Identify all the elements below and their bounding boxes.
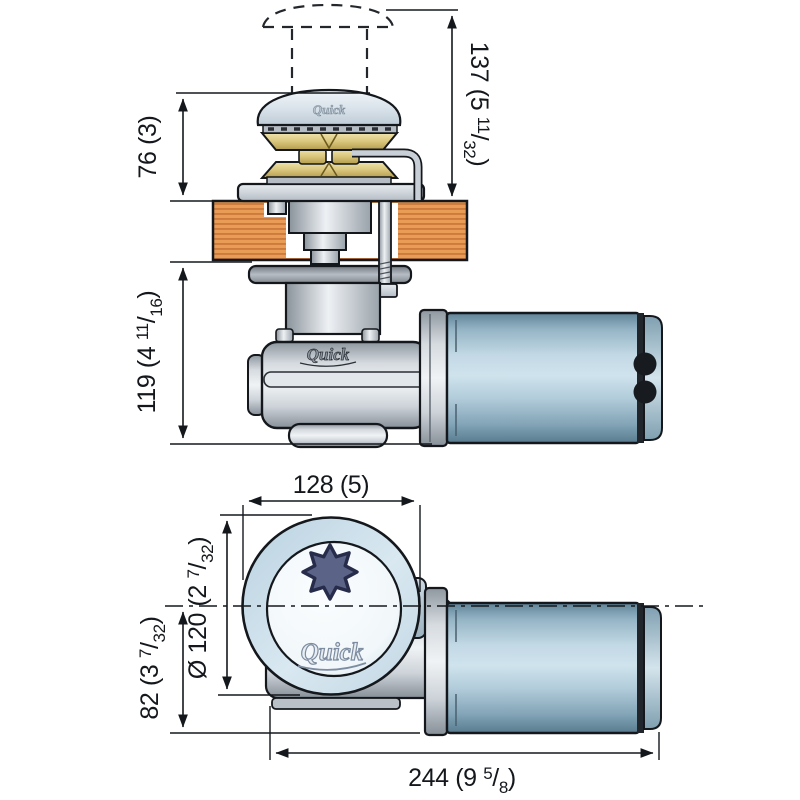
drum-top: Quick [241,516,421,696]
stripper-arm [352,150,421,200]
motor-body [445,311,641,445]
shaft-mid [303,232,347,251]
housing-step [271,697,401,710]
gypsy-waist-left [298,148,327,165]
brand-logo-drum: Quick [301,639,364,666]
gearbox-neck [284,281,382,336]
motor-end-band-plan [637,603,644,733]
motor-flange-plan [423,586,449,737]
gypsy-lower-band [266,176,392,185]
dimension-drum-width: 128 (5) [242,471,421,592]
drum-inner-circle [265,540,403,678]
capstan-dome-cap [256,88,402,127]
cable-gland-top [633,352,657,376]
plan-view: Quick 128 (5) Ø 120 (2 7/32) 82 (3 7/32) [136,471,704,797]
dim-label-drum-width: 128 (5) [293,471,369,499]
capstan-base-plate [236,182,426,203]
gearbox-bolt-right [361,328,380,343]
motor-body-plan [445,601,641,735]
phantom-dome-arc [261,3,395,28]
gearbox-bottom-cap [287,422,389,449]
gearbox: Quick [247,340,430,449]
shaft-hub [288,197,372,234]
brand-logo-cap: Quick [313,102,346,117]
motor-end-cap [643,315,663,441]
phantom-drum-outline [261,3,395,93]
dim-label-overall-length: 244 (9 5/8) [408,764,516,797]
bolt-threads [379,261,391,280]
motor-end-cap-plan [643,606,662,730]
bolt-shank [378,195,392,285]
dimension-overall-height: 137 (5 11/32) [386,9,493,197]
dim-label-overall-height: 137 (5 11/32) [460,42,493,167]
capstan-above-deck: Quick [236,88,426,203]
dimension-drum-diameter: Ø 120 (2 7/32) [184,514,312,696]
side-view: Quick Quick [133,3,663,449]
dim-label-center-to-bottom: 82 (3 7/32) [136,616,169,719]
brand-logo-gearbox-swash [299,361,357,367]
brand-logo-gearbox: Quick [307,345,350,364]
dim-label-below-deck: 119 (4 11/16) [133,291,166,414]
dimension-below-deck: 119 (4 11/16) [133,261,432,445]
motor-flange [418,308,449,448]
gypsy-chain-notch-lower [320,161,338,177]
deck-shaft-assembly [267,197,372,265]
shaft-narrow [310,249,340,265]
dim-label-drum-diameter: Ø 120 (2 7/32) [184,537,217,679]
dimension-center-to-bottom: 82 (3 7/32) [136,611,420,734]
gearbox-ridge [263,371,429,388]
motor-end-band [637,313,644,443]
gearbox-bolt-left [275,328,294,343]
brand-logo-drum-swash [297,662,367,671]
motor-plan [423,586,662,737]
cable-gland-bottom [633,380,657,404]
deck-stud-left [267,200,287,215]
gypsy-chain-notch-upper [320,133,338,150]
motor-side [418,308,663,448]
dim-label-above-deck: 76 (3) [134,116,162,179]
star-socket [301,543,359,601]
dimension-above-deck: 76 (3) [134,92,370,202]
dimension-overall-length: 244 (9 5/8) [269,706,660,797]
